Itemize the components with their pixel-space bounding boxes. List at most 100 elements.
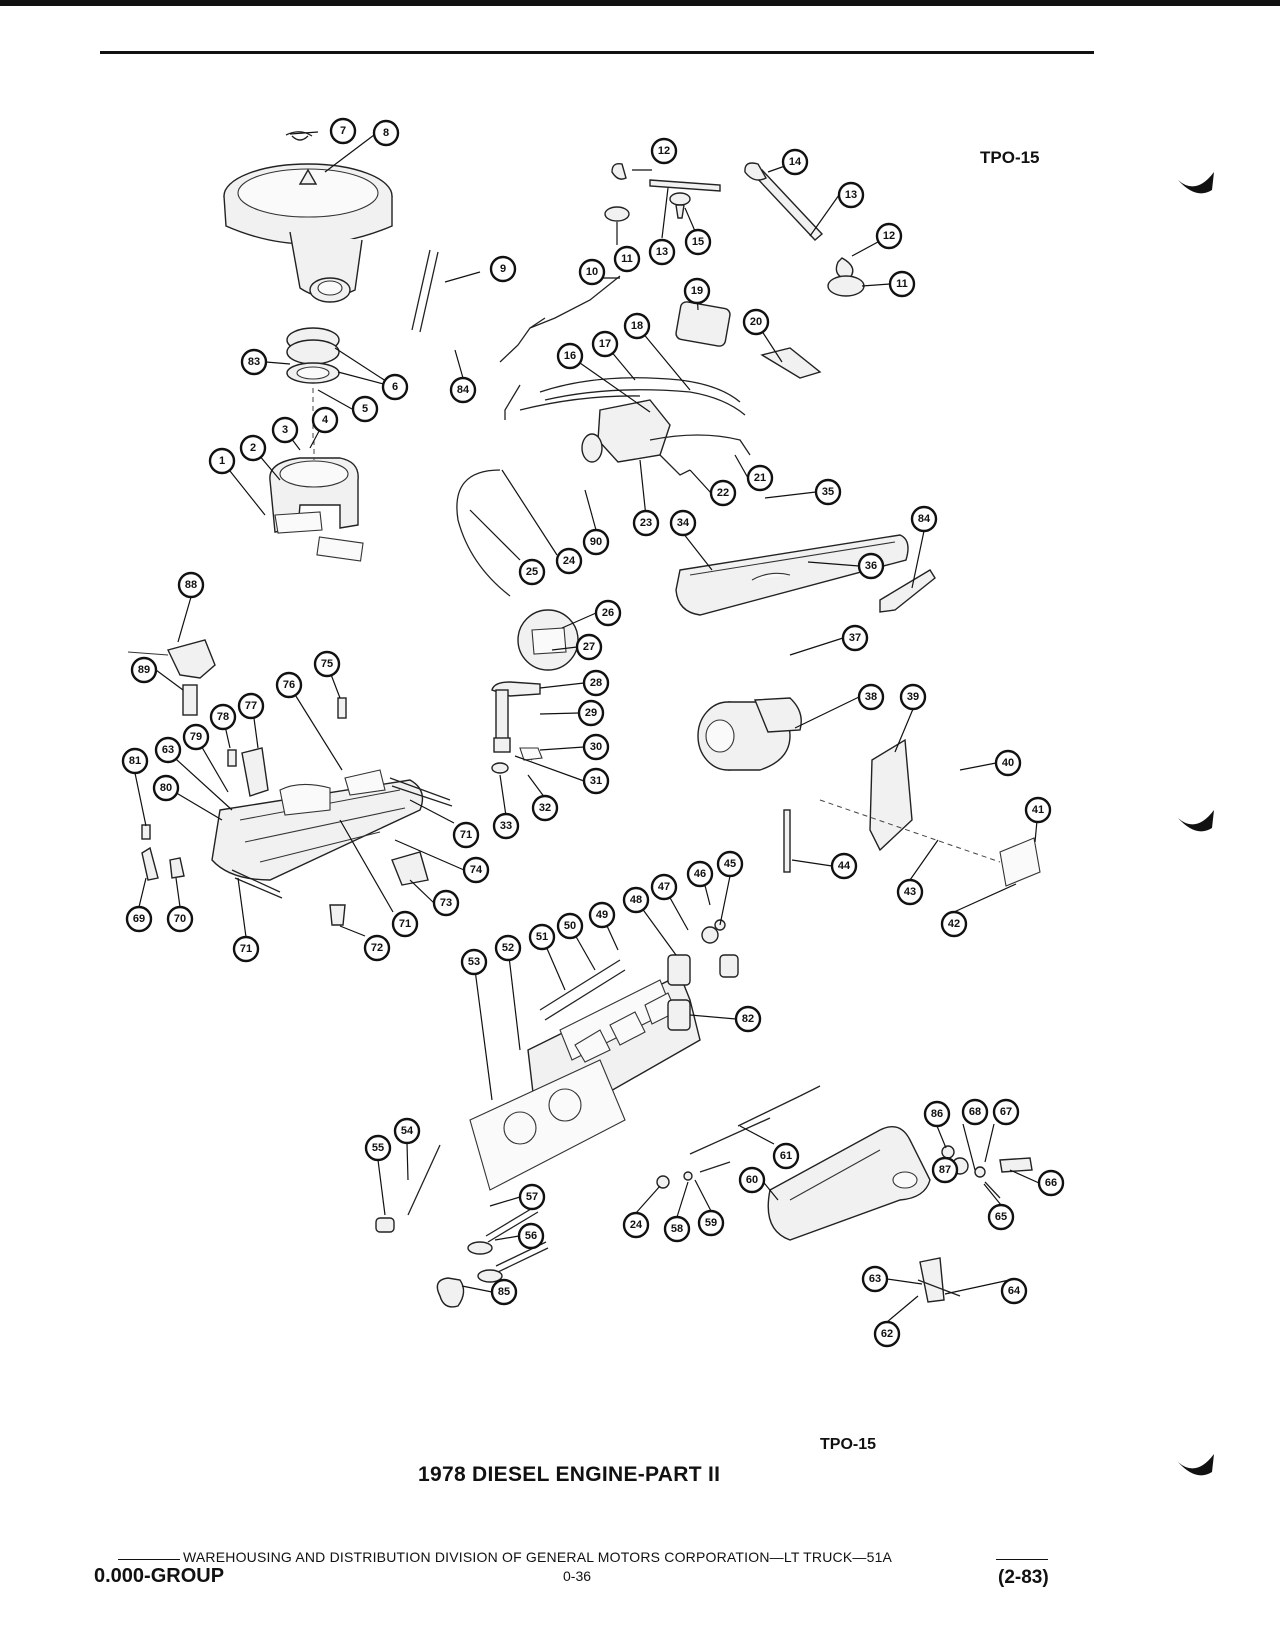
head-gasket-53 — [469, 1059, 626, 1191]
svg-text:71: 71 — [399, 918, 411, 930]
callout-89: 89 — [130, 656, 158, 684]
svg-text:70: 70 — [174, 913, 186, 925]
callout-78: 78 — [209, 703, 237, 731]
svg-text:65: 65 — [995, 1211, 1007, 1223]
callout-63b: 63 — [154, 736, 182, 764]
intake-crossover-adapter — [269, 440, 364, 562]
svg-text:44: 44 — [838, 860, 851, 872]
callout-52: 52 — [494, 934, 522, 962]
callout-82: 82 — [734, 1005, 762, 1033]
svg-text:8: 8 — [383, 127, 389, 139]
svg-text:28: 28 — [590, 677, 602, 689]
svg-text:84: 84 — [457, 384, 470, 396]
callout-36: 36 — [857, 552, 885, 580]
valve-springs-48 — [667, 919, 739, 1031]
callout-44: 44 — [830, 852, 858, 880]
callout-13b: 13 — [837, 181, 865, 209]
leader-lines — [134, 131, 1040, 1323]
callout-18: 18 — [623, 312, 651, 340]
svg-text:86: 86 — [931, 1108, 943, 1120]
svg-text:47: 47 — [658, 881, 670, 893]
svg-text:19: 19 — [691, 285, 703, 297]
callout-16: 16 — [556, 342, 584, 370]
glow-plug-parts-61 — [656, 1085, 821, 1189]
callout-72: 72 — [363, 934, 391, 962]
callout-9: 9 — [489, 255, 517, 283]
callout-37: 37 — [841, 624, 869, 652]
callout-86: 86 — [923, 1100, 951, 1128]
callout-33: 33 — [492, 812, 520, 840]
svg-text:77: 77 — [245, 700, 257, 712]
callout-85: 85 — [490, 1278, 518, 1306]
injection-nozzle-88 — [127, 639, 216, 716]
callout-24b: 24 — [622, 1211, 650, 1239]
plate-42 — [819, 799, 1041, 887]
callout-12b: 12 — [875, 222, 903, 250]
callout-19: 19 — [683, 277, 711, 305]
svg-text:37: 37 — [849, 632, 861, 644]
callout-83: 83 — [240, 348, 268, 376]
svg-text:16: 16 — [564, 350, 576, 362]
svg-text:73: 73 — [440, 897, 452, 909]
exploded-parts-diagram: 1 2 3 4 5 6 7 8 9 10 11 12 13 14 15 16 1… — [121, 117, 1065, 1348]
svg-text:64: 64 — [1008, 1285, 1021, 1297]
callout-22: 22 — [709, 479, 737, 507]
footer-group: 0.000-GROUP — [94, 1565, 225, 1587]
callout-28: 28 — [582, 669, 610, 697]
callout-27: 27 — [575, 633, 603, 661]
svg-text:58: 58 — [671, 1223, 683, 1235]
callout-67: 67 — [992, 1098, 1020, 1126]
svg-text:52: 52 — [502, 942, 514, 954]
svg-text:87: 87 — [939, 1164, 951, 1176]
svg-text:66: 66 — [1045, 1177, 1057, 1189]
svg-text:24: 24 — [563, 555, 576, 567]
callout-43: 43 — [896, 878, 924, 906]
callout-66: 66 — [1037, 1169, 1065, 1197]
svg-text:42: 42 — [948, 918, 960, 930]
callout-71c: 71 — [452, 821, 480, 849]
callout-10: 10 — [578, 258, 606, 286]
callout-79: 79 — [182, 723, 210, 751]
callout-17: 17 — [591, 330, 619, 358]
callout-29: 29 — [577, 699, 605, 727]
svg-text:60: 60 — [746, 1174, 758, 1186]
svg-text:33: 33 — [500, 820, 512, 832]
callout-76: 76 — [275, 671, 303, 699]
valve-cover-36 — [675, 534, 909, 616]
svg-text:74: 74 — [470, 864, 483, 876]
svg-text:84: 84 — [918, 513, 931, 525]
exhaust-hardware-right — [917, 1145, 1033, 1303]
svg-text:89: 89 — [138, 664, 150, 676]
svg-text:25: 25 — [526, 566, 538, 578]
svg-text:12: 12 — [658, 145, 670, 157]
svg-text:43: 43 — [904, 886, 916, 898]
svg-text:90: 90 — [590, 536, 602, 548]
intake-manifold-80 — [211, 769, 453, 899]
callout-11b: 11 — [888, 270, 916, 298]
callout-55: 55 — [364, 1134, 392, 1162]
svg-text:78: 78 — [217, 711, 229, 723]
svg-text:36: 36 — [865, 560, 877, 572]
callout-51: 51 — [528, 923, 556, 951]
callout-87: 87 — [931, 1156, 959, 1184]
figure-ref-bottom: TPO-15 — [820, 1436, 877, 1453]
callout-24a: 24 — [555, 547, 583, 575]
svg-text:23: 23 — [640, 517, 652, 529]
svg-text:32: 32 — [539, 802, 551, 814]
injection-pump-and-lines — [504, 377, 751, 476]
svg-text:88: 88 — [185, 579, 197, 591]
svg-text:24: 24 — [630, 1219, 643, 1231]
svg-text:30: 30 — [590, 741, 602, 753]
figure-ref-top: TPO-15 — [980, 148, 1040, 167]
callout-53: 53 — [460, 948, 488, 976]
callout-30: 30 — [582, 733, 610, 761]
svg-text:54: 54 — [401, 1125, 414, 1137]
svg-text:5: 5 — [362, 403, 368, 415]
callout-50: 50 — [556, 912, 584, 940]
callout-77: 77 — [237, 692, 265, 720]
starter-motor-38 — [697, 697, 802, 771]
callout-34: 34 — [669, 509, 697, 537]
callout-56: 56 — [517, 1222, 545, 1250]
svg-text:34: 34 — [677, 517, 690, 529]
callout-65: 65 — [987, 1203, 1015, 1231]
